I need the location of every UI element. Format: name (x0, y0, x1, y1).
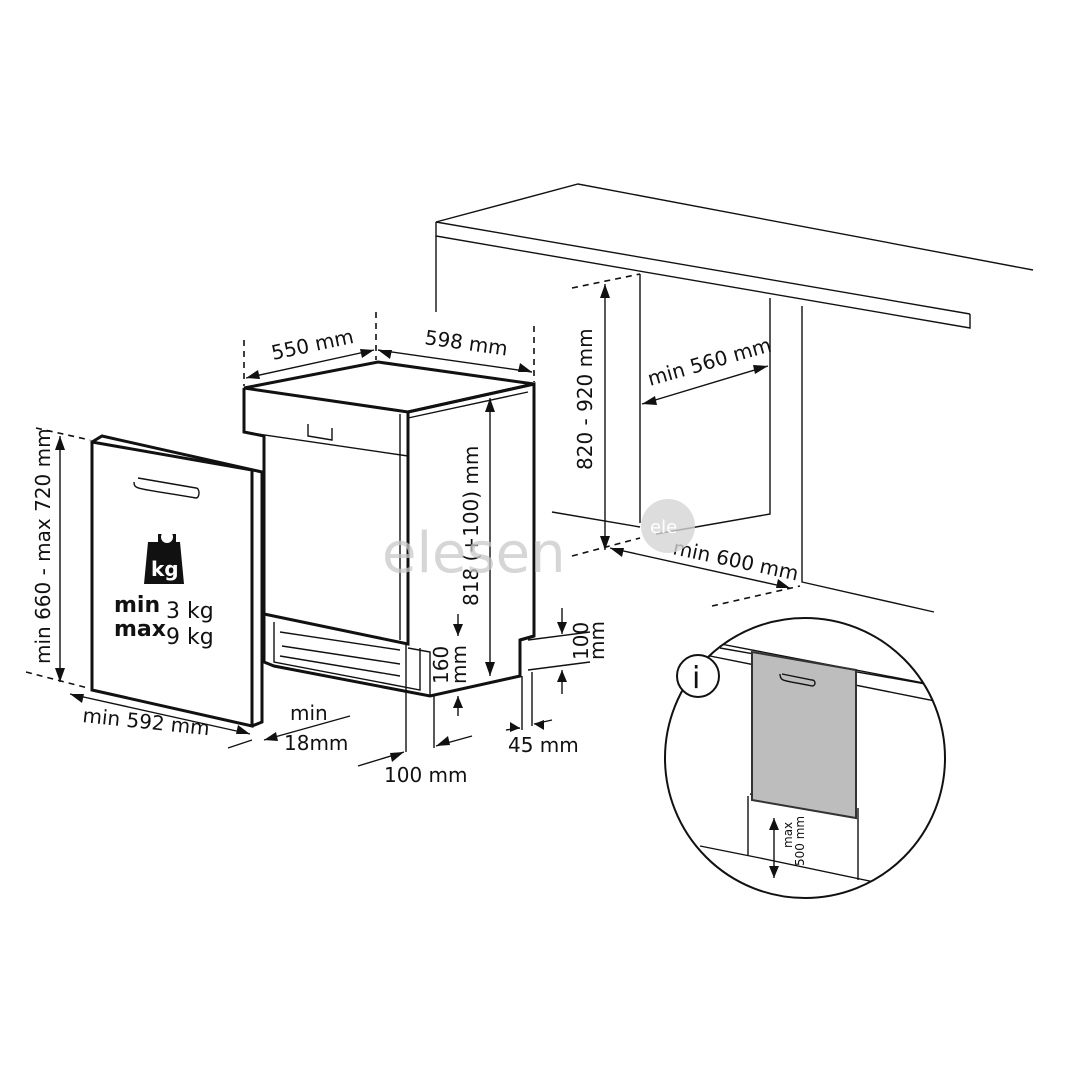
door-height-dimension: min 660 - max 720 mm (25, 427, 91, 689)
height-label: 818 (+100) mm (459, 446, 483, 606)
plinth-height-value: 160 (429, 646, 453, 684)
niche-floor-left (551, 511, 641, 528)
dishwasher-front (242, 388, 410, 646)
door-thickness-value: 18mm (284, 731, 348, 755)
width-label: 598 mm (423, 325, 509, 360)
door-width-label: min 592 mm (81, 703, 210, 740)
watermark-badge-text: ele (650, 517, 677, 538)
foot-height-dimension: 100 mm (527, 608, 609, 694)
weight-max-value: 9 kg (166, 625, 214, 650)
watermark-badge (641, 499, 695, 553)
inset-door-panel (751, 650, 857, 820)
dishwasher-plinth (262, 614, 535, 698)
info-inset: max 500 mm i (664, 617, 946, 899)
inset-max-value: 500 mm (793, 816, 807, 866)
niche-depth-dimension: min 600 mm (609, 535, 801, 607)
rear-gap-label: 45 mm (508, 733, 579, 757)
control-panel-line (243, 431, 409, 457)
right-cabinet (801, 306, 935, 613)
door-thickness-min: min (290, 701, 328, 725)
weight-max-label: max (114, 617, 166, 642)
plinth-depth-dimension: 100 mm (357, 644, 473, 787)
inset-max-label: max (781, 822, 795, 848)
foot-height-value: 100 (569, 622, 593, 660)
niche-depth-label: min 600 mm (671, 535, 801, 585)
inset-circle (664, 617, 946, 899)
weight-min-value: 3 kg (166, 599, 214, 624)
door-height-label: min 660 - max 720 mm (31, 428, 55, 664)
plinth-depth-label: 100 mm (384, 763, 468, 787)
rear-gap-dimension: 45 mm (505, 672, 579, 757)
watermark-text: elesen (382, 521, 566, 586)
weight-icon: kg (144, 531, 184, 584)
depth-label: 550 mm (269, 324, 356, 365)
kitchen-niche (435, 183, 1034, 613)
niche-height-label: 820 - 920 mm (573, 328, 597, 470)
niche-back-wall (655, 298, 771, 535)
foot-height-unit: mm (585, 621, 609, 660)
weight-min-label: min (114, 593, 160, 618)
niche-height-dimension: 820 - 920 mm (571, 273, 641, 557)
door-panel: kg min 3 kg max 9 kg (90, 434, 264, 728)
niche-width-dimension: min 560 mm (641, 333, 774, 405)
worktop-top-edge (435, 183, 1034, 271)
plinth-height-unit: mm (447, 645, 471, 684)
dishwasher-handle[interactable] (307, 424, 333, 441)
worktop-front-edge (435, 222, 971, 329)
dishwasher-body (242, 360, 536, 698)
niche-width-label: min 560 mm (645, 333, 774, 391)
door-thickness-dimension: min 18mm (263, 701, 351, 755)
plinth-height-dimension: 160 mm (429, 614, 471, 716)
info-icon (676, 654, 720, 698)
worktop-front-top (435, 221, 971, 315)
door-front (90, 440, 254, 728)
door-handle[interactable] (133, 477, 200, 499)
height-dimension: 818 (+100) mm (459, 398, 495, 676)
weight-icon-label: kg (151, 557, 179, 581)
info-icon-glyph: i (692, 661, 700, 696)
inset-door-handle (779, 673, 816, 687)
watermark: elesen ele (382, 499, 695, 586)
